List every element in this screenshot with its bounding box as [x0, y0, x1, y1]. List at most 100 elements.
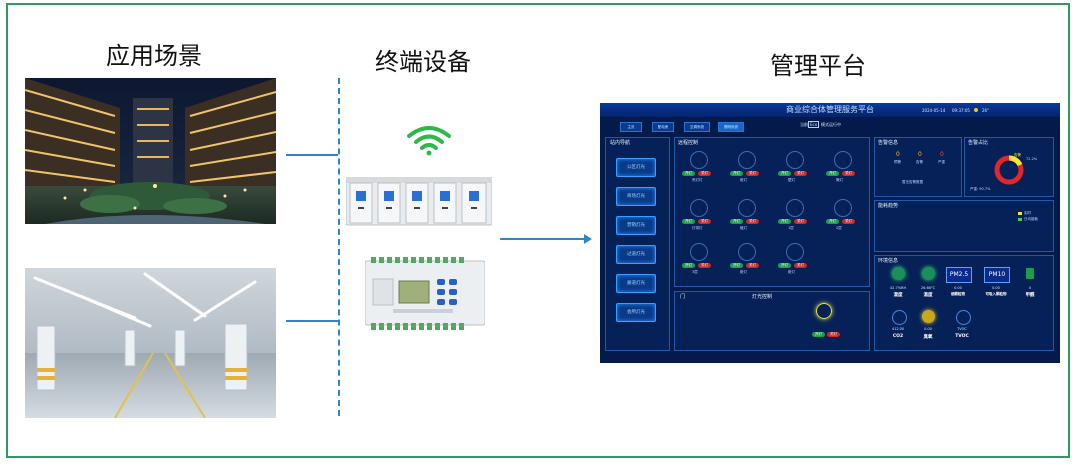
alarm-alert-count: 0 — [918, 151, 922, 158]
lamp-on-button[interactable]: 开灯 — [730, 219, 743, 224]
lamp-off-button[interactable]: 关灯 — [842, 171, 855, 176]
tab-power-room[interactable]: 配电房 — [652, 122, 674, 132]
tab-lighting[interactable]: 照明系统 — [718, 122, 744, 132]
co2-icon — [892, 310, 907, 325]
lamp-off-button[interactable]: 关灯 — [698, 219, 711, 224]
tvoc-value: TVOC — [957, 327, 967, 331]
lamp-label: 1层 — [788, 226, 794, 230]
lamp-on-button[interactable]: 开灯 — [778, 263, 791, 268]
lamp-label: 射灯 — [740, 270, 747, 274]
pm10-value: 0.00 — [992, 286, 1000, 290]
lamp-label: 2层 — [836, 226, 842, 230]
pm10-badge: PM10 — [984, 267, 1010, 283]
dashed-divider — [338, 78, 340, 416]
lamp-off-button[interactable]: 关灯 — [746, 263, 759, 268]
lamp-on-button[interactable]: 开灯 — [826, 219, 839, 224]
lamp-off-button[interactable]: 关灯 — [746, 171, 759, 176]
alarm-warning-label: 预警 — [894, 160, 901, 164]
alarm-ratio-value: 72.2% — [1026, 157, 1038, 161]
lamp-bulb-icon — [690, 151, 708, 169]
wifi-icon — [407, 126, 451, 156]
lamp-label: 吊灯灯 — [692, 178, 703, 182]
lamp-off-button[interactable]: 关灯 — [698, 171, 711, 176]
alarm-warning-count: 0 — [896, 151, 900, 158]
humidity-name: 湿度 — [893, 293, 903, 298]
lamp-bulb-icon — [786, 243, 804, 261]
ozone-name: 臭氧 — [923, 335, 933, 340]
lamp-on-button[interactable]: 开灯 — [778, 219, 791, 224]
lamp-on-button[interactable]: 开灯 — [778, 171, 791, 176]
dashboard-temperature: 26° — [982, 108, 990, 113]
lamp-bulb-icon — [786, 151, 804, 169]
door-title: 门 — [680, 294, 686, 300]
lamp-bulb-icon — [690, 199, 708, 217]
alarm-empty-text: 暂无告警数据 — [902, 180, 923, 184]
sun-icon — [974, 108, 978, 112]
lamp-label: 射灯 — [740, 178, 747, 182]
co2-name: CO2 — [892, 334, 904, 339]
nav-item-aisle[interactable]: 过道灯光 — [616, 245, 656, 264]
trend-title: 能耗趋势 — [878, 203, 899, 209]
lighting-off-button[interactable]: 关灯 — [827, 332, 840, 337]
trend-legend-daily: 日均能耗 — [1024, 217, 1038, 221]
lamp-off-button[interactable]: 关灯 — [698, 263, 711, 268]
heading-platform: 管理平台 — [770, 52, 866, 80]
lighting-controller-icon — [365, 257, 485, 330]
formaldehyde-value: 0 — [1028, 286, 1032, 290]
lamp-on-button[interactable]: 开灯 — [826, 171, 839, 176]
alarm-critical-count: 0 — [940, 151, 944, 158]
formaldehyde-name: 甲醛 — [1025, 293, 1035, 298]
lighting-on-button[interactable]: 开灯 — [812, 332, 825, 337]
env-title: 环境信息 — [878, 258, 899, 264]
lamp-off-button[interactable]: 关灯 — [794, 263, 807, 268]
lamp-on-button[interactable]: 开灯 — [682, 171, 695, 176]
lamp-bulb-icon — [690, 243, 708, 261]
mode-value: Eco — [808, 121, 820, 128]
lamp-off-button[interactable]: 关灯 — [794, 219, 807, 224]
lamp-bulb-icon — [738, 151, 756, 169]
temperature-icon — [922, 267, 935, 280]
lamp-bulb-icon — [786, 199, 804, 217]
temperature-name: 温度 — [923, 293, 933, 298]
humidity-icon — [892, 267, 905, 280]
lamp-off-button[interactable]: 关灯 — [746, 219, 759, 224]
pm10-name: 可吸入颗粒物 — [985, 292, 1007, 296]
lamp-off-button[interactable]: 关灯 — [842, 219, 855, 224]
lamp-label: 灯带灯 — [692, 226, 703, 230]
mall-atrium-photo — [25, 78, 276, 224]
alarm-ratio-panel — [964, 137, 1054, 197]
co2-value: 412.00 — [891, 327, 905, 331]
alarm-alert-label: 告警 — [916, 160, 923, 164]
lamp-on-button[interactable]: 开灯 — [682, 263, 695, 268]
pm25-value: 0.00 — [954, 286, 962, 290]
lamp-label: 3层 — [692, 270, 698, 274]
circuit-breaker-icon — [346, 177, 492, 226]
lamp-on-button[interactable]: 开灯 — [730, 171, 743, 176]
lamp-bulb-icon — [834, 199, 852, 217]
ozone-value: 0.00 — [924, 327, 932, 331]
tab-hvac[interactable]: 空调系统 — [684, 122, 710, 132]
nav-title: 站内导航 — [610, 140, 631, 146]
alarm-critical-label: 严重 — [938, 160, 945, 164]
lamp-label: 壁灯 — [788, 178, 795, 182]
alarm-panel — [874, 137, 962, 197]
lamp-bulb-icon — [738, 243, 756, 261]
ozone-icon — [922, 310, 935, 323]
nav-item-marketing[interactable]: 营销灯光 — [616, 216, 656, 235]
parking-garage-photo — [25, 268, 276, 418]
nav-item-public-area[interactable]: 公区灯光 — [616, 158, 656, 177]
lamp-bulb-icon — [834, 151, 852, 169]
lamp-label: 射灯 — [788, 270, 795, 274]
nav-item-corridor[interactable]: 廊道灯光 — [616, 274, 656, 293]
lamp-on-button[interactable]: 开灯 — [730, 263, 743, 268]
tab-home[interactable]: 主页 — [620, 122, 642, 132]
lamp-off-button[interactable]: 关灯 — [794, 171, 807, 176]
nav-item-clubhouse[interactable]: 会所灯光 — [616, 303, 656, 322]
alarm-ratio-ring — [994, 155, 1024, 185]
lamp-bulb-icon — [738, 199, 756, 217]
nav-item-mall[interactable]: 商场灯光 — [616, 187, 656, 206]
trend-legend-daily-swatch — [1018, 218, 1022, 221]
pm25-name: 细颗粒物 — [951, 292, 965, 296]
lamp-on-button[interactable]: 开灯 — [682, 219, 695, 224]
humidity-value: 42.7%RH — [889, 286, 907, 290]
